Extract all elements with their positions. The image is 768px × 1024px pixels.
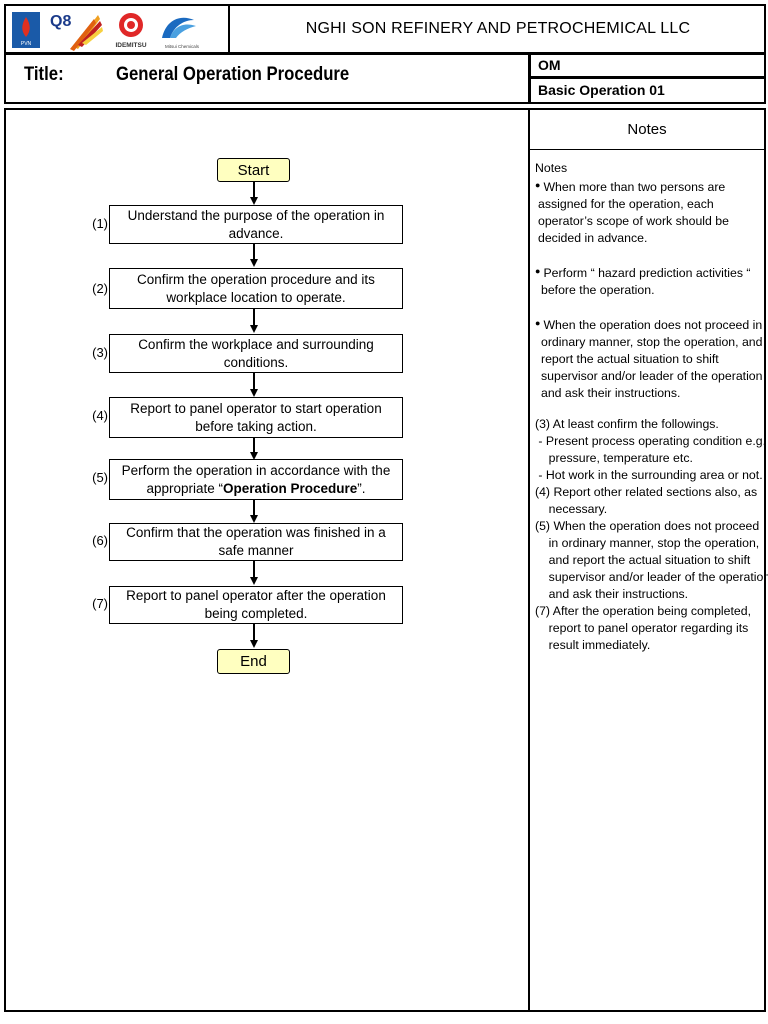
step-number: (7) [92, 596, 108, 611]
note-item: in ordinary manner, stop the operation, [535, 536, 760, 550]
notes-panel: Notes ●When more than two persons are as… [535, 160, 768, 654]
arrow-down-icon [250, 515, 258, 523]
connector-line [253, 244, 255, 259]
mitsui-chemicals-logo: Mitsui Chemicals [162, 17, 200, 49]
arrow-down-icon [250, 577, 258, 585]
step-5-text-end: ”. [357, 481, 366, 496]
svg-text:IDEMITSU: IDEMITSU [115, 42, 146, 49]
note-line: decided in advance. [538, 231, 648, 245]
note-items: (3) At least confirm the followings. - P… [535, 416, 768, 654]
note-item: and report the actual situation to shift [535, 553, 751, 567]
note-line: When more than two persons are [543, 180, 726, 194]
step-number: (3) [92, 345, 108, 360]
note-bullet-3: ●When the operation does not proceed in … [535, 315, 763, 402]
connector-line [253, 309, 255, 325]
svg-text:PVN: PVN [21, 41, 32, 47]
connector-line [253, 182, 255, 197]
petrovietnam-logo: PVN [12, 12, 40, 48]
arrow-down-icon [250, 640, 258, 648]
svg-text:Mitsui Chemicals: Mitsui Chemicals [165, 44, 200, 49]
note-bullet-1: ●When more than two persons are assigned… [535, 177, 761, 247]
document-category: OM [529, 53, 766, 78]
note-item: (7) After the operation being completed, [535, 604, 752, 618]
end-terminal: End [217, 649, 290, 674]
note-line: operator’s scope of work should be [538, 214, 729, 228]
connector-line [253, 500, 255, 515]
note-bullet-2: ●Perform “ hazard prediction activities … [535, 263, 761, 299]
title-label: Title: [24, 64, 64, 85]
notes-column-header: Notes [530, 110, 764, 150]
step-number: (2) [92, 281, 108, 296]
page-title: General Operation Procedure [116, 64, 350, 85]
company-name: NGHI SON REFINERY AND PETROCHEMICAL LLC [305, 20, 691, 37]
note-line: report the actual situation to shift [541, 352, 719, 366]
note-line: and ask their instructions. [541, 386, 681, 400]
step-number: (5) [92, 470, 108, 485]
arrow-down-icon [250, 259, 258, 267]
step-box-5: Perform the operation in accordance with… [109, 459, 403, 500]
step-number: (4) [92, 408, 108, 423]
note-item: report to panel operator regarding its [535, 621, 749, 635]
note-item: necessary. [535, 502, 608, 516]
idemitsu-logo: IDEMITSU [115, 13, 147, 49]
note-item: supervisor and/or leader of the operatio… [535, 570, 768, 584]
note-item: (3) At least confirm the followings. [535, 417, 719, 431]
note-item: (5) When the operation does not proceed [535, 519, 760, 533]
step-box-3: Confirm the workplace and surrounding co… [109, 334, 403, 373]
note-line: Perform “ hazard prediction activities “ [543, 266, 751, 280]
note-item: - Hot work in the surrounding area or no… [535, 468, 763, 482]
note-item: (4) Report other related sections also, … [535, 485, 758, 499]
connector-line [253, 373, 255, 389]
note-line: supervisor and/or leader of the operatio… [541, 369, 763, 383]
bullet-icon: ● [535, 318, 541, 328]
note-item: pressure, temperature etc. [535, 451, 693, 465]
note-line: ordinary manner, stop the operation, and [541, 335, 763, 349]
bullet-icon: ● [535, 266, 541, 276]
step-box-1: Understand the purpose of the operation … [109, 205, 403, 244]
logo-strip: PVN Q8 IDEMITSU Mitsui Chemicals [4, 4, 230, 54]
arrow-down-icon [250, 325, 258, 333]
arrow-down-icon [250, 452, 258, 460]
step-5-text: Perform the operation in accordance with… [121, 463, 391, 496]
step-box-2: Confirm the operation procedure and its … [109, 268, 403, 309]
q8-logo: Q8 [50, 13, 103, 51]
note-item: and ask their instructions. [535, 587, 689, 601]
column-divider [528, 108, 530, 1012]
step-box-6: Confirm that the operation was finished … [109, 523, 403, 561]
step-number: (6) [92, 533, 108, 548]
note-item: - Present process operating condition e.… [535, 434, 767, 448]
content-frame [4, 108, 766, 1012]
arrow-down-icon [250, 389, 258, 397]
notes-heading: Notes [535, 161, 568, 175]
step-box-7: Report to panel operator after the opera… [109, 586, 403, 624]
note-line: assigned for the operation, each [538, 197, 714, 211]
document-number: Basic Operation 01 [529, 77, 766, 104]
note-line: before the operation. [541, 283, 655, 297]
start-terminal: Start [217, 158, 290, 182]
connector-line [253, 561, 255, 577]
svg-text:Q8: Q8 [50, 13, 71, 30]
note-line: When the operation does not proceed in [543, 318, 763, 332]
step-box-4: Report to panel operator to start operat… [109, 397, 403, 438]
arrow-down-icon [250, 197, 258, 205]
operation-procedure-reference: Operation Procedure [223, 481, 358, 496]
step-number: (1) [92, 216, 108, 231]
note-item: result immediately. [535, 638, 651, 652]
bullet-icon: ● [535, 180, 541, 190]
connector-line [253, 624, 255, 640]
connector-line [253, 438, 255, 452]
